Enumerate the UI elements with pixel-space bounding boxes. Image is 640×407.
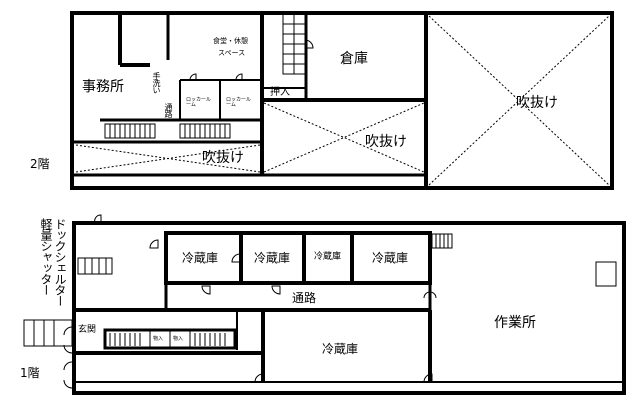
room-passage-2f: 通路 [164,103,173,117]
room-entrance: 玄関 [78,325,97,335]
shutter-label: 軽量シャッター [39,218,53,295]
stair-treads [109,124,226,138]
room-fridge-3: 冷蔵庫 [314,252,342,262]
room-fridge-5: 冷蔵庫 [322,342,359,356]
floor2-label: 2階 [30,157,50,171]
room-dining: 食堂・休憩 [213,37,248,45]
room-locker-1: ロッカールーム [186,97,212,108]
void-left: 吹抜け [202,150,244,166]
room-passage-1f: 通路 [292,291,317,305]
room-handwash: 手洗い [152,72,161,93]
room-closet: 押入 [270,87,290,98]
floor1-label: 1階 [20,366,40,380]
dock-shelter-label: ドックシェルター [53,218,67,306]
room-fridge-4: 冷蔵庫 [372,251,409,265]
room-fridge-1: 冷蔵庫 [182,251,219,265]
void-marks [75,15,610,186]
room-storage: 倉庫 [340,51,368,67]
room-closet-2: 物入 [173,336,184,342]
void-right: 吹抜け [516,95,558,111]
room-dining-2: スペース [218,49,246,57]
room-fridge-2: 冷蔵庫 [254,251,291,265]
room-locker-2: ロッカールーム [226,97,252,108]
room-office: 事務所 [82,79,124,95]
void-middle: 吹抜け [365,134,407,150]
door-swings [63,39,437,389]
floor2-outer-wall [70,11,614,190]
room-workshop: 作業所 [494,315,536,331]
room-closet-1: 物入 [153,336,164,342]
